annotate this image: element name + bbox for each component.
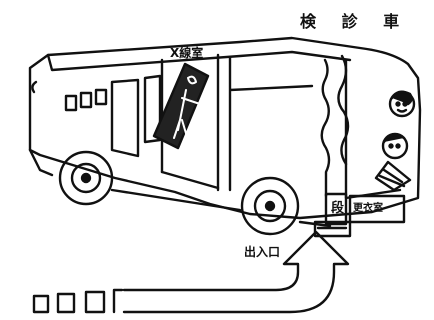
entrance-label: 出入口 (244, 245, 281, 259)
step-label: 段 (331, 201, 345, 216)
rear-wheel (240, 176, 300, 236)
rear-wall (344, 58, 402, 200)
person-2-icon (374, 132, 412, 192)
waiting-person-1 (32, 294, 50, 314)
dressing-room-label: 更衣室 (353, 203, 383, 214)
front-headlight (31, 80, 38, 94)
undercarriage (110, 188, 332, 228)
interior-wall (228, 56, 314, 192)
curtain-door (320, 58, 331, 198)
step-box (324, 192, 348, 226)
xray-room-label: X線室 (170, 46, 204, 60)
person-icon (388, 90, 416, 118)
x-ray-patient (173, 75, 201, 141)
front-bumper (28, 148, 54, 177)
front-window-2 (79, 91, 93, 109)
front-wheel (58, 150, 114, 206)
bus-roof-line (46, 50, 352, 72)
bus-body-outline (28, 36, 422, 220)
entrance-arrow-icon (122, 230, 350, 314)
front-door (110, 78, 140, 158)
front-window-3 (94, 88, 108, 106)
title: 検 診 車 (300, 12, 410, 31)
front-window-1 (64, 94, 78, 112)
waiting-person-2 (56, 292, 76, 314)
waiting-person-4 (112, 288, 124, 314)
dressing-box (348, 194, 406, 224)
xray-room-floor (160, 170, 220, 190)
x-ray-bed-icon (152, 62, 210, 150)
waiting-person-3 (84, 290, 106, 314)
